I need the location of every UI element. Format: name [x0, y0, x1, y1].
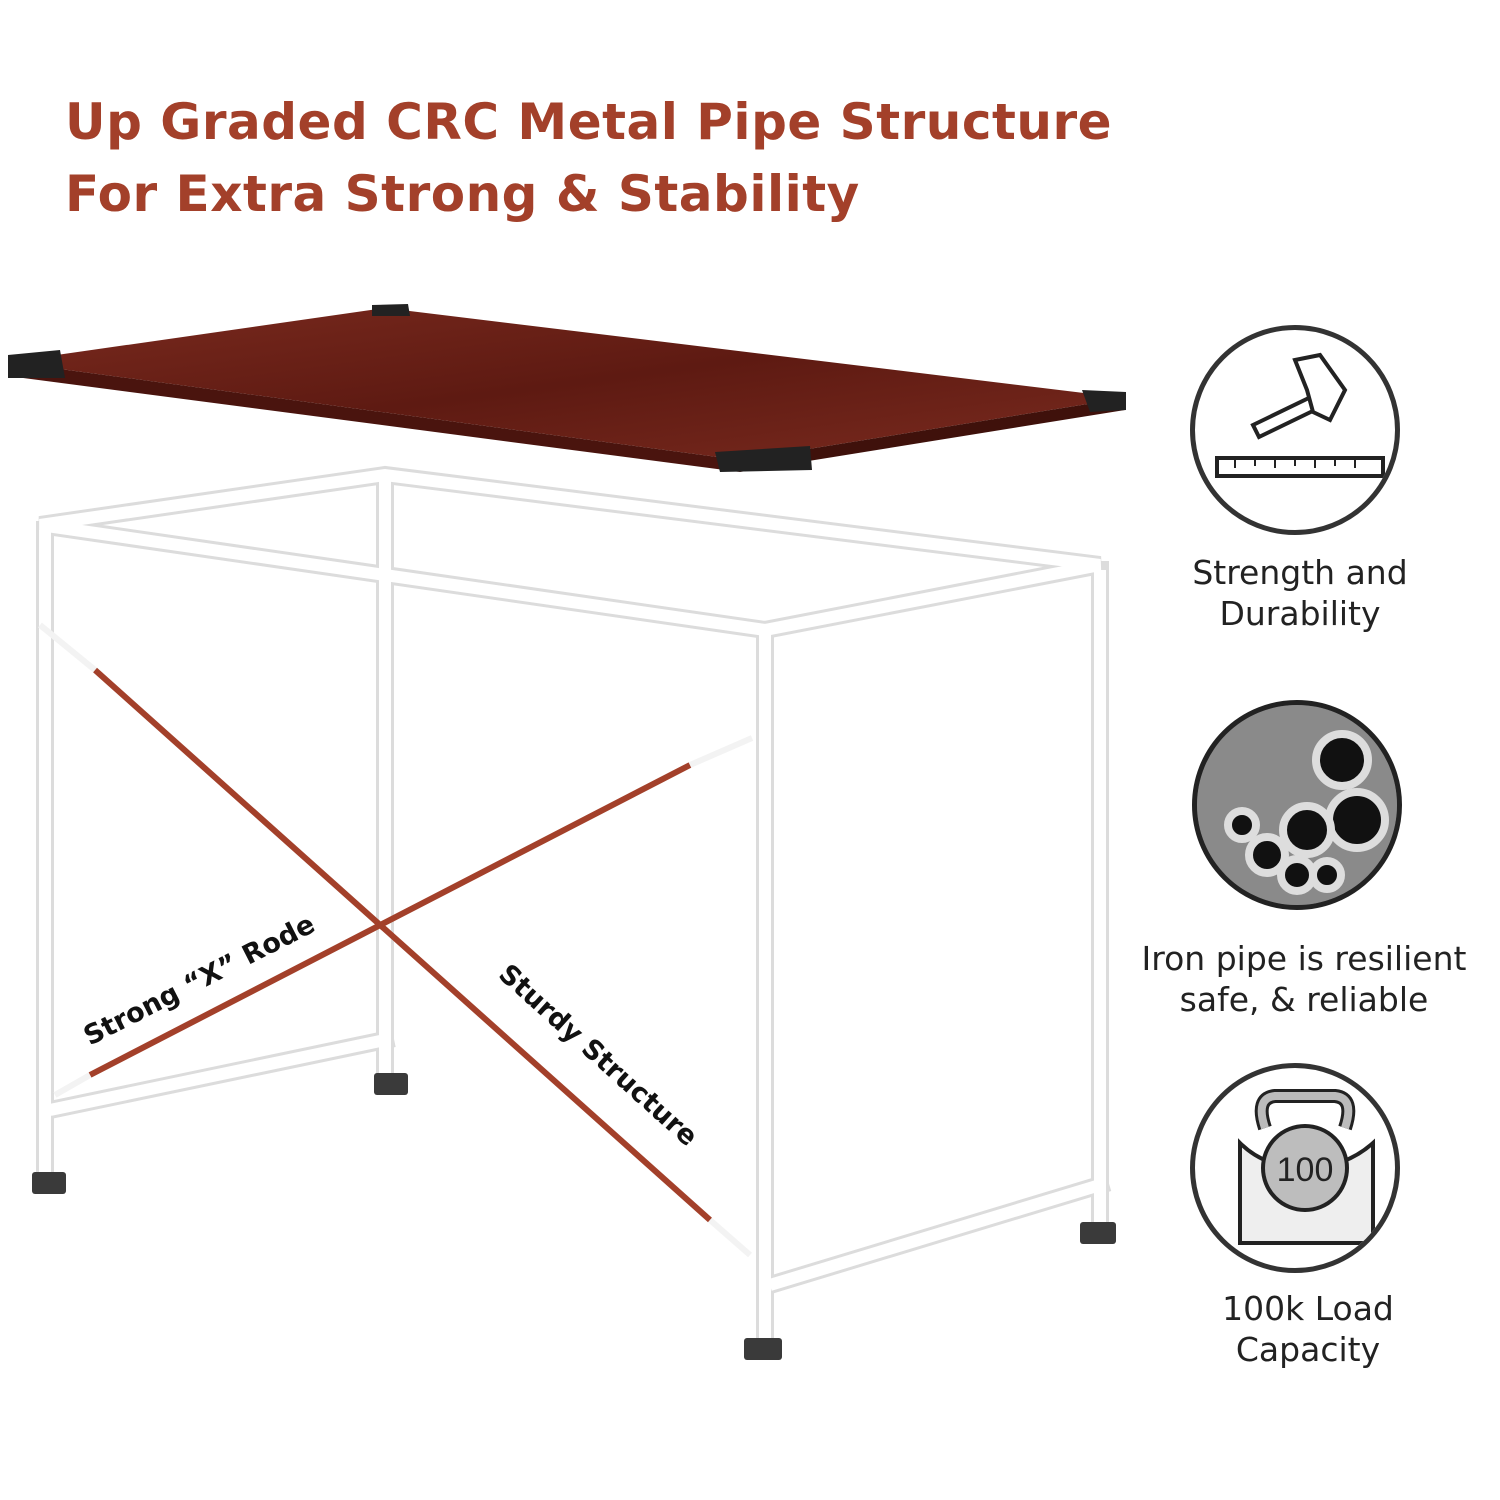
strength-icon-circle: [1190, 325, 1400, 535]
pipes-icon-circle: [1192, 700, 1402, 910]
headline-line-2: For Extra Strong & Stability: [65, 165, 860, 223]
desk-top: [8, 304, 1126, 472]
feature-text: 100k Load: [1222, 1289, 1394, 1328]
feature-iron-pipe: Iron pipe is resilient safe, & reliable: [1114, 938, 1494, 1020]
feature-text: Iron pipe is resilient: [1141, 939, 1467, 978]
feature-text: Strength and: [1192, 553, 1408, 592]
feature-text: safe, & reliable: [1179, 980, 1429, 1019]
headline: Up Graded CRC Metal Pipe Structure For E…: [65, 86, 1112, 230]
feet: [32, 1073, 1116, 1360]
feature-text: Durability: [1219, 594, 1381, 633]
headline-line-1: Up Graded CRC Metal Pipe Structure: [65, 93, 1113, 151]
weight-badge: 100: [1277, 1151, 1334, 1189]
pipes-icon: [1197, 705, 1397, 905]
feature-strength: Strength and Durability: [1110, 552, 1490, 634]
hammer-icon: [1215, 352, 1385, 478]
load-icon-circle: 100: [1190, 1063, 1400, 1273]
kettlebell-icon: 100: [1238, 1089, 1375, 1245]
feature-text: Capacity: [1235, 1330, 1381, 1369]
x-rods: [88, 667, 712, 1223]
feature-load: 100k Load Capacity: [1118, 1288, 1498, 1370]
